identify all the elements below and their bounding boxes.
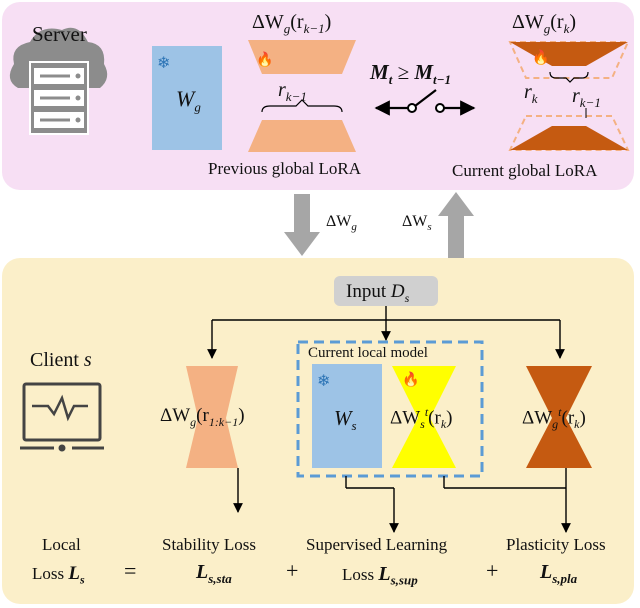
snowflake-icon: ❄ <box>157 55 170 72</box>
switch-condition: Mt ≥ Mt−1 <box>370 60 452 88</box>
supervised-loss-line2: Loss Ls,sup <box>342 563 418 588</box>
prev-lora-down <box>248 40 356 74</box>
plasticity-loss-symbol: Ls,pla <box>540 561 578 586</box>
cur-lora-caption: Current global LoRA <box>452 161 598 180</box>
cur-lora-down <box>510 42 628 66</box>
client-frozen-weight <box>312 364 382 468</box>
client-laptop-icon <box>20 382 104 452</box>
server-wg-label: Wg <box>176 86 201 115</box>
plus-sign-2: + <box>486 558 499 583</box>
upload-arrow <box>438 192 474 258</box>
prev-rank-label: rk−1 <box>278 79 307 104</box>
plus-sign-1: + <box>286 558 299 583</box>
server-label: Server <box>32 22 87 46</box>
client-local-lora-label: ΔWst(rk) <box>390 405 453 432</box>
prev-lora-caption: Previous global LoRA <box>208 159 361 178</box>
input-label: Input Ds <box>346 281 410 305</box>
client-frozen-global-lora <box>186 366 238 468</box>
plasticity-loss-title: Plasticity Loss <box>506 535 606 554</box>
client-ws-label: Ws <box>334 406 357 434</box>
client-global-lora <box>526 366 592 468</box>
client-label: Client s <box>30 349 92 371</box>
switch-icon <box>374 89 476 116</box>
client-global-lora-label: ΔWgt(rk) <box>522 405 586 432</box>
client-local-lora <box>392 366 456 468</box>
cur-lora-up <box>510 126 628 150</box>
equals-sign: = <box>124 558 137 583</box>
local-model-box <box>296 340 484 478</box>
input-connectors <box>207 306 565 359</box>
local-loss-line1: Local <box>42 535 81 554</box>
server-panel <box>2 2 634 190</box>
input-box <box>334 276 438 306</box>
fire-icon: 🔥 <box>256 51 273 68</box>
prev-lora-up <box>248 120 356 152</box>
supervised-loss-title: Supervised Learning <box>306 535 448 554</box>
server-icon <box>9 27 108 135</box>
local-loss-line2: Loss Ls <box>32 563 85 587</box>
download-label: ΔWg <box>326 213 357 234</box>
cur-delta-label: ΔWg(rk) <box>512 11 577 36</box>
fire-icon-2: 🔥 <box>532 49 549 66</box>
server-frozen-weight <box>152 46 222 150</box>
fire-icon-3: 🔥 <box>402 371 419 388</box>
stability-loss-title: Stability Loss <box>162 535 256 554</box>
client-frozen-global-label: ΔWg(r1:k−1) <box>160 405 245 429</box>
cur-rank-brace-k <box>549 71 589 83</box>
local-model-title: Current local model <box>306 345 430 361</box>
snowflake-icon-2: ❄ <box>317 373 330 390</box>
stability-loss-symbol: Ls,sta <box>196 561 232 586</box>
loss-connectors <box>233 468 571 533</box>
prev-delta-label: ΔWg(rk−1) <box>252 11 332 36</box>
cur-rank-k1-label: rk−1 <box>572 85 601 110</box>
download-arrow <box>284 194 320 256</box>
upload-label: ΔWs <box>402 213 432 234</box>
cur-rank-k-label: rk <box>524 81 538 106</box>
prev-rank-brace <box>261 99 343 113</box>
